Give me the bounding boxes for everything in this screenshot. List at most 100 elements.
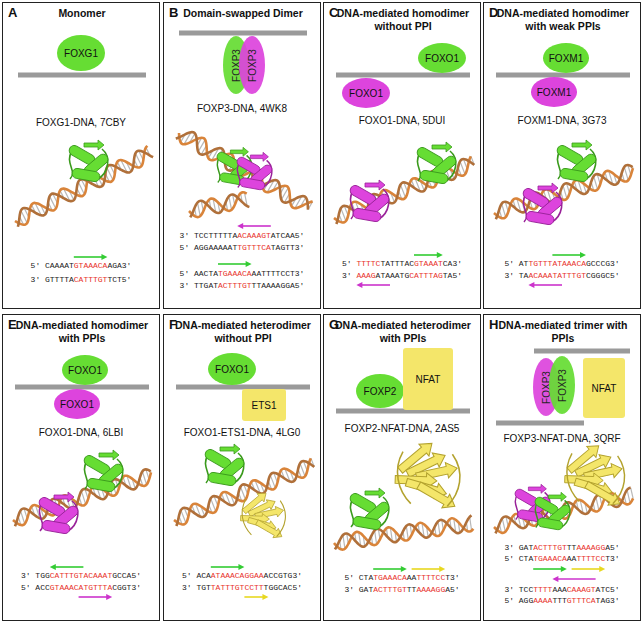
flank-bases: CGGT3′	[112, 583, 141, 592]
base-pair	[343, 535, 345, 549]
flank-bases: 3′ TA	[504, 271, 528, 280]
motif-bases: ATAAACAGGAA	[211, 571, 264, 580]
dna-cartoon	[11, 468, 155, 528]
base-pair	[375, 530, 377, 544]
structure-label: FOXO1-ETS1-DNA, 4LG0	[164, 427, 320, 438]
beta-strand	[99, 450, 119, 460]
flank-bases: 3′ TGT	[182, 583, 211, 592]
base-pair	[211, 498, 216, 511]
arrow-head	[580, 252, 586, 258]
base-pair	[624, 167, 628, 181]
beta-strand	[583, 478, 623, 510]
protein-oval: FOXM1	[543, 43, 589, 73]
flank-bases: TAGTT3′	[271, 243, 305, 252]
beta-strand	[572, 140, 592, 150]
beta-strand	[528, 484, 546, 493]
base-pair	[20, 510, 24, 524]
base-pair	[563, 185, 567, 199]
protein-name: FOXO1	[60, 399, 94, 410]
flank-bases: 5′ AGG	[504, 596, 533, 605]
sequence-run: 5′ AGGAAAAATTGTTTCATAGTT3′	[180, 243, 305, 253]
sequence-run: 3′ GATACTTTGTTTAAAAGGA5′	[344, 585, 459, 595]
motif-arrow	[55, 566, 84, 568]
flank-bases: A5′	[605, 543, 619, 552]
protein-name: ETS1	[251, 400, 276, 411]
motif-arrow	[242, 225, 271, 227]
flank-bases: 5′ ACC	[21, 583, 50, 592]
alpha-helix	[239, 177, 265, 190]
dna-backbone	[187, 192, 249, 219]
dna-sequence: 5′ CAAAATGTAAACAAGA3′	[3, 261, 159, 271]
dna-cartoon	[492, 488, 634, 535]
motif-bases: ACTTTGT	[218, 281, 252, 290]
motif-bases: AAAAGG	[416, 585, 445, 594]
protein-cartoon	[235, 152, 273, 190]
motif-arrow	[244, 596, 263, 598]
protein-oval: FOXP2	[356, 374, 404, 408]
alpha-helix	[559, 168, 588, 183]
protein-name: FOXP3	[247, 49, 258, 82]
structure-model	[11, 450, 155, 534]
flank-bases: 3′ GAT	[504, 543, 533, 552]
protein-cartoon	[395, 437, 460, 513]
base-pair	[631, 488, 633, 499]
sequence-run: 3′ TCCTTTTAAACAAAGTATC5′	[504, 585, 619, 595]
flank-bases: TATTTAC	[380, 259, 414, 268]
dna-backbone	[492, 164, 636, 221]
motif-bases: TGTTTCA	[237, 243, 271, 252]
dna-bar	[534, 349, 630, 354]
panel-title: DNA-mediated homodimer without PPI	[332, 7, 474, 33]
motif-arrow	[74, 256, 103, 258]
motif-arrow	[533, 284, 562, 286]
dna-cartoon	[333, 515, 474, 550]
protein-oval: FOXO1	[418, 43, 466, 73]
dna-sequence: 3′ GTTTTACATTTGTTCT5′	[3, 275, 159, 285]
panel: BDomain-swapped DimerFOXP3-DNA, 4WK83′ T…	[163, 2, 321, 309]
sequence-run: 5′ AGGAAAATTTGTTTCATAG3′	[504, 596, 619, 606]
flank-bases: AAA	[552, 585, 566, 594]
structure-label: FOXP3-NFAT-DNA, 3QRF	[484, 433, 640, 444]
flank-bases: 5′ CTA	[344, 573, 373, 582]
protein-name: FOXM1	[537, 87, 571, 98]
protein-oval: FOXG1	[57, 35, 105, 71]
sequence-run: 5′ ACCGTAAACATGTTTACGGT3′	[21, 583, 141, 593]
base-pair	[341, 208, 346, 221]
flank-bases: T3′	[445, 573, 459, 582]
alpha-helix	[352, 208, 381, 223]
protein-oval: FOXP3	[239, 36, 265, 94]
protein-name: FOXP3	[557, 369, 568, 402]
motif-bases: TTTTCC	[416, 573, 445, 582]
panel-letter: E	[8, 317, 17, 332]
dna-sequence: 3′ TGGCATTTGTACAAATGCCA5′	[3, 571, 159, 581]
flank-bases: AGA3′	[107, 261, 131, 270]
base-pair	[470, 517, 472, 531]
arrow-head	[50, 564, 56, 570]
dna-sequence: 3′ AAAGATAAATGCATTTAGTA5′	[324, 271, 480, 281]
motif-arrow	[414, 254, 438, 256]
alpha-helix	[71, 168, 100, 183]
motif-bases: TGTTTATAAACA	[528, 259, 586, 268]
base-pair	[270, 475, 275, 488]
panel-letter: A	[8, 5, 17, 20]
dna-sequence: 5′ ACAATAAACAGGAAACCGTG3′	[164, 571, 320, 581]
protein-oval: FOXM1	[531, 77, 577, 107]
dna-cartoon	[331, 156, 476, 225]
arrow-head	[262, 594, 268, 600]
sequence-run: 5′ ACAATAAACAGGAAACCGTG3′	[182, 571, 302, 581]
sequence-run: 3′ GATACTTTGTTTAAAAGGA5′	[504, 543, 619, 553]
sequence-run: 5′ TTTTCTATTTACGTAAATCA3′	[342, 259, 462, 269]
alpha-helix	[41, 520, 70, 535]
arrow-head	[238, 564, 244, 570]
flank-bases: TTAAAAGGA5′	[252, 281, 305, 290]
flank-bases: ACCGTG3′	[264, 571, 302, 580]
arrow-head	[356, 282, 362, 288]
motif-bases: CATTTAG	[409, 271, 443, 280]
arrow-head	[552, 576, 558, 582]
protein-loop	[242, 499, 285, 537]
panel: AMonomerFOXG1-DNA, 7CBY5′ CAAAATGTAAACAA…	[2, 2, 160, 309]
structure-label: FOXG1-DNA, 7CBY	[3, 117, 159, 128]
structure-label: FOXO1-DNA, 5DUI	[324, 115, 480, 126]
motif-bases: ACAAAGT	[237, 231, 271, 240]
motif-bases: AAAAGG	[576, 543, 605, 552]
base-pair	[594, 176, 598, 190]
